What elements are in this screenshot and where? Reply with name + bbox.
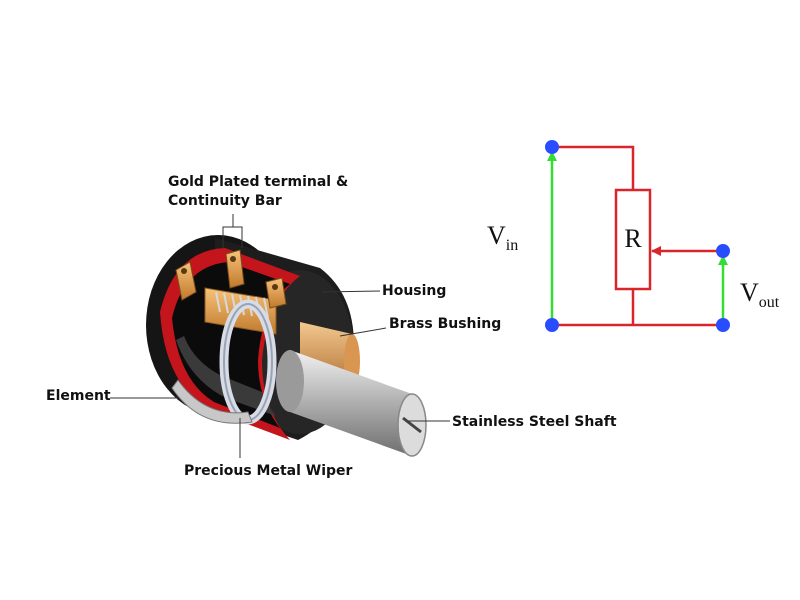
vout-label: Vout xyxy=(740,278,780,311)
terminal-left xyxy=(175,261,197,301)
terminal-right xyxy=(265,277,287,309)
label-brass-bushing: Brass Bushing xyxy=(389,316,501,332)
resistor-label: R xyxy=(624,224,642,253)
resistor-box xyxy=(614,188,652,291)
shaft-slot xyxy=(402,416,422,434)
label-stainless-steel-shaft: Stainless Steel Shaft xyxy=(452,414,617,430)
node-vin-bottom xyxy=(545,318,559,332)
label-gold-terminal-line1: Gold Plated terminal & xyxy=(168,174,348,190)
label-precious-metal-wiper: Precious Metal Wiper xyxy=(184,463,353,479)
potentiometer-schematic: R Vin Vout xyxy=(487,140,780,332)
node-vout-top xyxy=(716,244,730,258)
housing-leader xyxy=(321,290,381,293)
callout-lines xyxy=(110,214,450,458)
potentiometer-illustration xyxy=(146,235,427,457)
vin-label: Vin xyxy=(487,221,518,254)
brass-bushing-leader xyxy=(339,327,387,337)
label-gold-terminal-line2: Continuity Bar xyxy=(168,193,282,209)
wire-top xyxy=(552,145,635,190)
label-element: Element xyxy=(46,388,111,404)
node-vin-top xyxy=(545,140,559,154)
node-vout-bottom xyxy=(716,318,730,332)
label-housing: Housing xyxy=(382,283,446,299)
wiper-arm xyxy=(171,379,253,424)
resistive-element xyxy=(176,336,276,416)
circuit-wires xyxy=(552,145,723,327)
steel-shaft xyxy=(290,350,412,456)
